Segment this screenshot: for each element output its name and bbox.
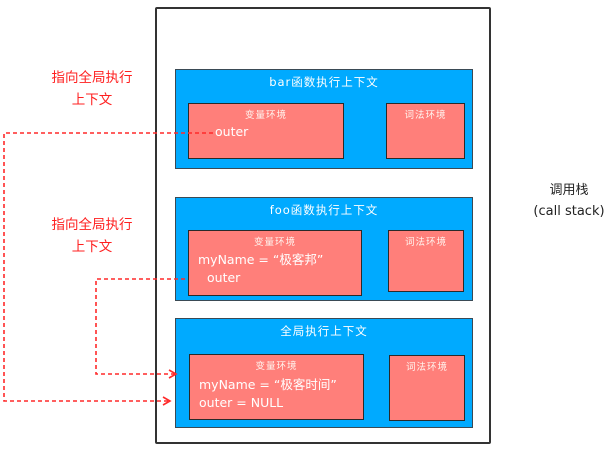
annotation-foo-outer: 指向全局执行 上下文 xyxy=(32,214,152,258)
env-entry-outer: outer xyxy=(207,270,241,285)
env-title: 词法环境 xyxy=(404,237,447,248)
context-title: foo函数执行上下文 xyxy=(269,203,379,217)
env-title: 变量环境 xyxy=(255,361,298,372)
call-stack-label-zh: 调用栈 xyxy=(549,183,589,198)
call-stack-frame xyxy=(155,7,491,444)
bar-outer-pointer xyxy=(3,132,213,406)
annotation-bar-outer: 指向全局执行 上下文 xyxy=(32,67,152,111)
call-stack-label-en: (call stack) xyxy=(533,204,605,219)
env-entry-outer: outer xyxy=(215,124,249,139)
env-title: 变量环境 xyxy=(253,237,296,248)
lexical-environment: 词法环境 xyxy=(386,103,465,159)
annotation-line-2: 上下文 xyxy=(71,239,113,255)
variable-environment: 变量环境 outer xyxy=(188,103,344,159)
annotation-line-2: 上下文 xyxy=(71,92,113,108)
lexical-environment: 词法环境 xyxy=(389,355,465,421)
env-title: 词法环境 xyxy=(404,110,447,121)
variable-environment: 变量环境 myName = “极客时间” outer = NULL xyxy=(189,354,364,420)
foo-execution-context: foo函数执行上下文 变量环境 myName = “极客邦” outer 词法环… xyxy=(175,197,473,301)
env-entry-myname: myName = “极客邦” xyxy=(198,252,324,267)
env-entry-myname: myName = “极客时间” xyxy=(199,377,337,392)
annotation-line-1: 指向全局执行 xyxy=(51,217,133,233)
call-stack-label: 调用栈 (call stack) xyxy=(519,180,611,222)
lexical-environment: 词法环境 xyxy=(388,230,464,292)
bar-execution-context: bar函数执行上下文 变量环境 outer 词法环境 xyxy=(175,69,473,169)
context-title: bar函数执行上下文 xyxy=(269,75,379,89)
env-entry-outer: outer = NULL xyxy=(199,395,284,410)
variable-environment: 变量环境 myName = “极客邦” outer xyxy=(188,230,362,296)
foo-outer-pointer xyxy=(95,278,185,379)
context-title: 全局执行上下文 xyxy=(280,324,368,338)
env-title: 词法环境 xyxy=(405,362,448,373)
global-execution-context: 全局执行上下文 变量环境 myName = “极客时间” outer = NUL… xyxy=(175,318,473,428)
env-title: 变量环境 xyxy=(244,110,287,121)
annotation-line-1: 指向全局执行 xyxy=(51,70,133,86)
